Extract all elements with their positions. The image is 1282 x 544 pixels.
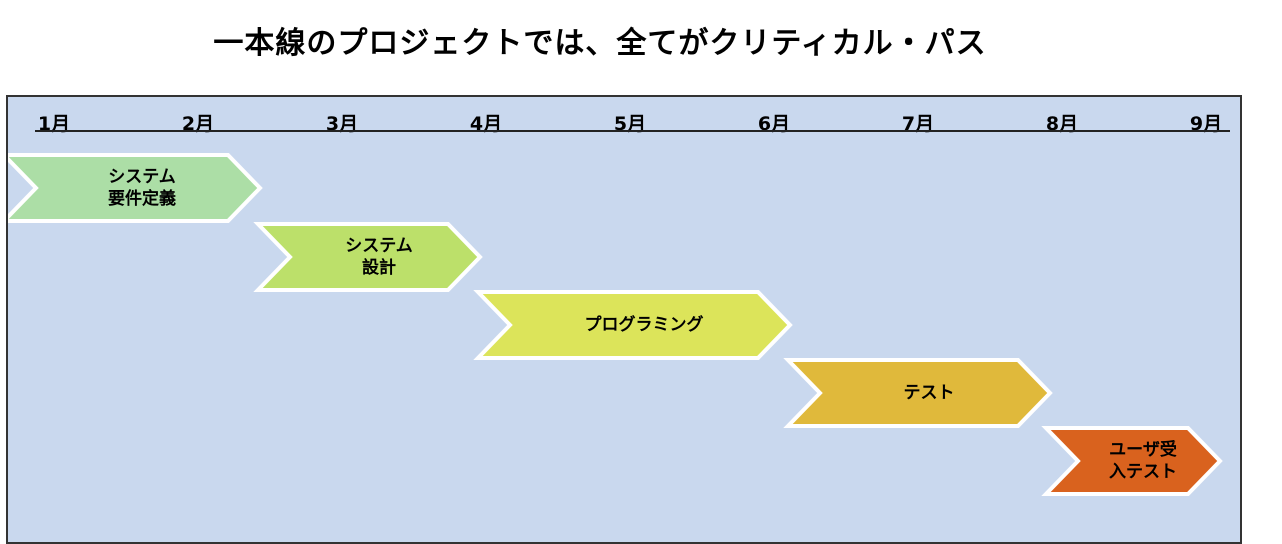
- task-label: ユーザ受 入テスト: [1109, 440, 1177, 482]
- task-label: プログラミング: [584, 315, 704, 335]
- month-label: 5月: [613, 113, 647, 135]
- task-label: システム 要件定義: [108, 167, 176, 209]
- month-label: 7月: [901, 113, 935, 135]
- month-label: 1月: [37, 113, 71, 135]
- task-chevron: [253, 222, 483, 292]
- month-label: 8月: [1045, 113, 1079, 135]
- month-label: 2月: [181, 113, 215, 135]
- month-label: 4月: [469, 113, 503, 135]
- task-label: システム 設計: [345, 236, 413, 278]
- task-label: テスト: [903, 383, 955, 403]
- task-chevron: [473, 290, 793, 360]
- month-label: 9月: [1189, 113, 1223, 135]
- task-chevrons: [8, 153, 1223, 496]
- task-chevron: [783, 358, 1053, 428]
- timeline-panel: 1月 2月 3月 4月 5月 6月 7月 8月 9月 システム 要件定義システム 設計プログラミ…: [6, 95, 1242, 544]
- month-label: 6月: [757, 113, 791, 135]
- month-label: 3月: [325, 113, 359, 135]
- page-title: 一本線のプロジェクトでは、全てがクリティカル・パス: [213, 26, 987, 61]
- task-chevron: [1041, 426, 1223, 496]
- timeline-axis: [35, 130, 1230, 132]
- task-chevron: [8, 153, 263, 223]
